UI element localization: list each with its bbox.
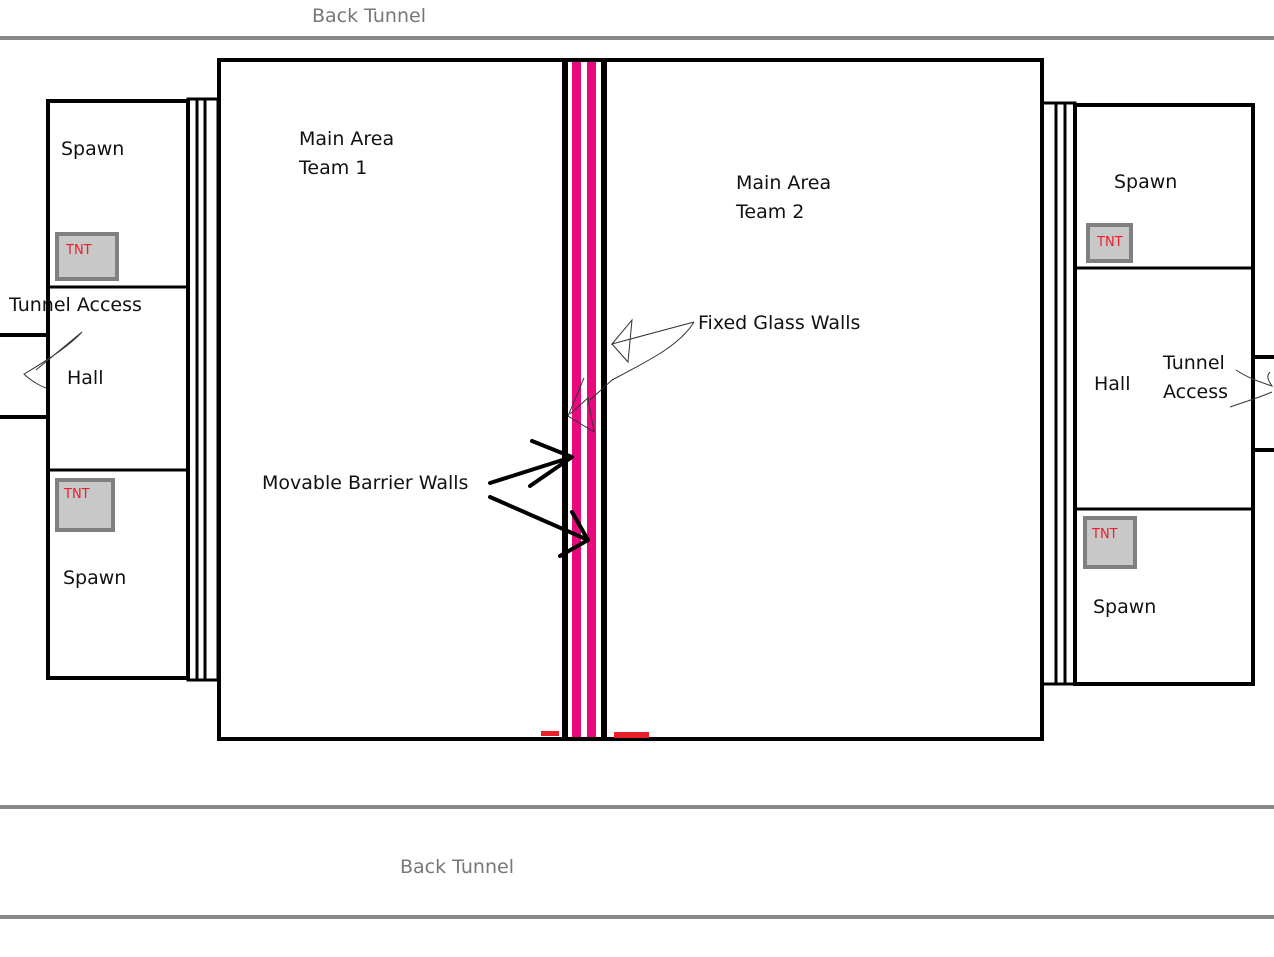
main-area-team1-line2: Team 1	[298, 157, 367, 179]
left-spawn-bottom-label: Spawn	[63, 567, 126, 589]
tnt-label: TNT	[1091, 527, 1118, 542]
main-area-team1-line1: Main Area	[299, 128, 394, 150]
left-tunnel-arrow	[23, 331, 83, 389]
left-tunnel-access-label: Tunnel Access	[8, 294, 142, 316]
fixed-glass-arrow-lower	[567, 377, 595, 434]
right-connector-walls	[1040, 101, 1077, 686]
fixed-glass-walls-label: Fixed Glass Walls	[698, 312, 860, 334]
movable-barrier-arrow-upper	[488, 439, 574, 488]
right-hall-label: Hall	[1094, 373, 1131, 395]
right-tunnel-arrow	[1229, 369, 1274, 408]
movable-barrier-arrow-lower	[488, 495, 590, 558]
back-tunnel-top-label: Back Tunnel	[312, 5, 426, 27]
tnt-block-left-top: TNT	[55, 232, 119, 281]
movable-barrier-wall-1	[572, 62, 581, 737]
red-marker-right	[614, 732, 649, 738]
movable-barrier-wall-2	[587, 62, 596, 737]
left-connector-walls	[186, 97, 220, 682]
tnt-label: TNT	[65, 243, 92, 258]
right-tunnel-access-line2: Access	[1163, 381, 1228, 403]
main-area-team2-line1: Main Area	[736, 172, 831, 194]
left-building-outline	[46, 99, 190, 680]
red-marker-left	[541, 731, 559, 736]
tnt-label: TNT	[63, 487, 90, 502]
main-area-team2-line2: Team 2	[735, 201, 804, 223]
right-spawn-bottom-label: Spawn	[1093, 596, 1156, 618]
tnt-block-right-bottom: TNT	[1083, 516, 1137, 569]
right-spawn-top-label: Spawn	[1114, 171, 1177, 193]
movable-barrier-walls-label: Movable Barrier Walls	[262, 472, 468, 494]
left-hall-label: Hall	[67, 367, 104, 389]
fixed-glass-arrow-upper	[589, 318, 695, 401]
tnt-block-left-bottom: TNT	[55, 478, 115, 532]
tnt-label: TNT	[1096, 235, 1123, 250]
right-tunnel-access-line1: Tunnel	[1162, 352, 1225, 374]
back-tunnel-bottom-label: Back Tunnel	[400, 856, 514, 878]
left-spawn-top-label: Spawn	[61, 138, 124, 160]
tnt-block-right-top: TNT	[1086, 223, 1133, 263]
